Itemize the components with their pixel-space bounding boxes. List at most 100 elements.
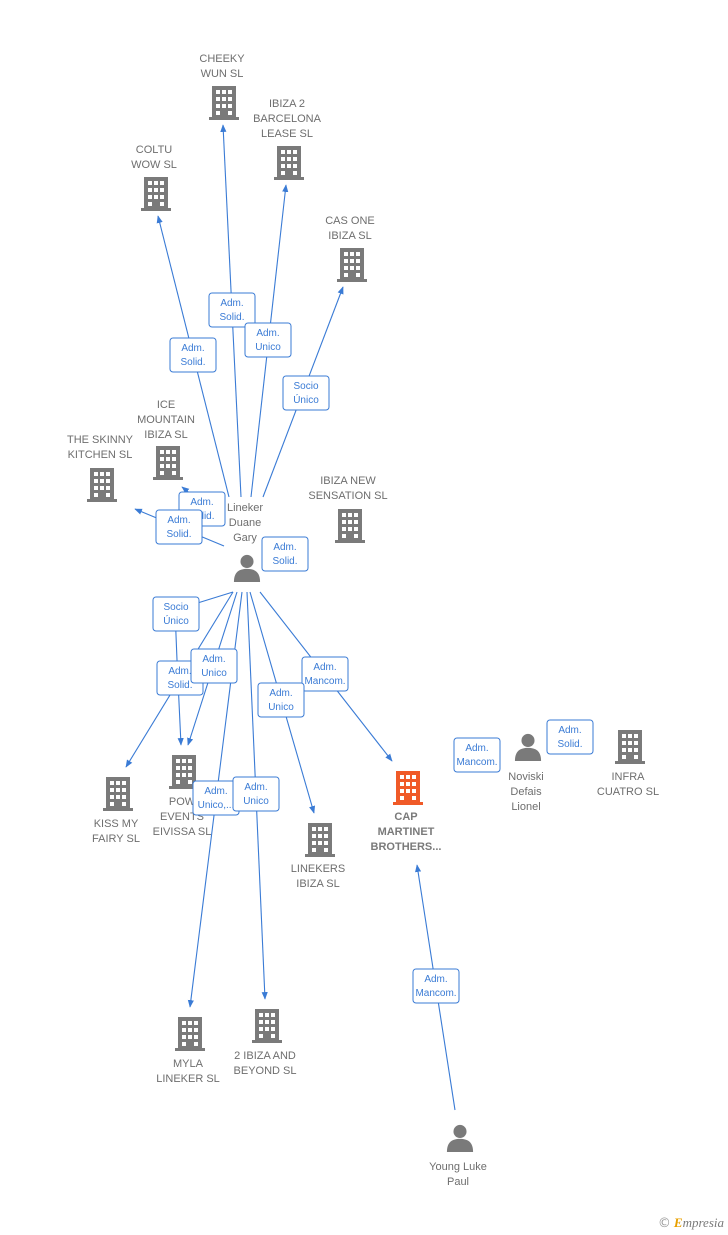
node-casone[interactable]: CAS ONE IBIZA SL xyxy=(325,215,375,282)
edge-label-text: Adm. xyxy=(273,542,296,553)
building-icon xyxy=(337,248,367,282)
node-label: ICE xyxy=(157,399,175,411)
node-label: WOW SL xyxy=(131,159,177,171)
edge-label-text: Unico xyxy=(268,702,294,713)
node-label: MOUNTAIN xyxy=(137,414,195,426)
edge-label-text: Único xyxy=(163,614,189,627)
edge-label-lineker-myla[interactable]: Adm.Unico,... xyxy=(192,780,240,816)
edge-label-lineker-linekers[interactable]: Adm.Unico xyxy=(257,682,305,718)
building-icon xyxy=(141,177,171,211)
node-label: SENSATION SL xyxy=(308,490,387,502)
edge-label-text: Adm. xyxy=(424,974,447,985)
edge-label-box xyxy=(208,292,256,328)
edge-label-box xyxy=(282,375,330,411)
node-label: INFRA xyxy=(612,771,646,783)
edge-label-text: Adm. xyxy=(244,782,267,793)
edge-label-text: Adm. xyxy=(465,743,488,754)
node-label: 2 IBIZA AND xyxy=(234,1050,296,1062)
node-skinny[interactable]: THE SKINNY KITCHEN SL xyxy=(67,434,134,502)
edge-label-lineker-twoibiza[interactable]: Adm. Unico xyxy=(232,776,280,812)
edge-label-box xyxy=(152,596,200,632)
node-label: LINEKER SL xyxy=(156,1073,220,1085)
node-label: MARTINET xyxy=(378,826,435,838)
person-icon xyxy=(514,733,542,761)
node-label: Defais xyxy=(510,786,542,798)
person-icon xyxy=(233,554,261,582)
building-icon xyxy=(252,1009,282,1043)
building-icon xyxy=(103,777,133,811)
node-label: Lionel xyxy=(511,801,540,813)
edge-label-box xyxy=(257,682,305,718)
edge-label-text: Socio xyxy=(293,381,318,392)
edge-label-lineker-power[interactable]: Adm.Unico xyxy=(190,648,238,684)
edge-label-box xyxy=(301,656,349,692)
node-label: Noviski xyxy=(508,771,543,783)
node-coltu[interactable]: COLTU WOW SL xyxy=(131,144,177,211)
edge-label-noviski-infra[interactable]: Adm.Solid. xyxy=(546,719,594,755)
edge-label-text: Adm. xyxy=(168,666,191,677)
node-ibizanew[interactable]: IBIZA NEW SENSATION SL xyxy=(308,475,388,543)
node-label: Young Luke xyxy=(429,1161,487,1173)
edge-label-lineker-ibizanew[interactable]: Adm. Solid. xyxy=(261,536,309,572)
node-label: THE SKINNY xyxy=(67,434,134,446)
node-label: IBIZA NEW xyxy=(320,475,376,487)
edge-label-lineker-skinny[interactable]: Adm. Solid. xyxy=(155,509,203,545)
edge-label-lineker-coltu[interactable]: Adm.Solid. xyxy=(169,337,217,373)
edge-label-text: Mancom. xyxy=(304,676,345,687)
edge-label-box xyxy=(244,322,292,358)
edge-label-text: Mancom. xyxy=(415,988,456,999)
person-icon xyxy=(446,1124,474,1152)
edge-label-text: Unico xyxy=(255,342,281,353)
edge-label-young-cap[interactable]: Adm. Mancom. xyxy=(412,968,460,1004)
edge-label-text: Unico xyxy=(243,796,269,807)
edge-label-box xyxy=(190,648,238,684)
edge-label-noviski-cap[interactable]: Adm. Mancom. xyxy=(453,737,501,773)
edge-label-text: Solid. xyxy=(167,680,192,691)
node-twoibiza[interactable]: 2 IBIZA AND BEYOND SL xyxy=(234,1009,297,1077)
brand-logo[interactable]: Empresia xyxy=(673,1215,724,1230)
edge-label-text: Adm. xyxy=(313,662,336,673)
edge-label-lineker-ibiza2[interactable]: Adm.Unico xyxy=(244,322,292,358)
edge-label-text: Solid. xyxy=(219,312,244,323)
node-label: COLTU xyxy=(136,144,173,156)
edge-label-lineker-cap[interactable]: Adm. Mancom. xyxy=(301,656,349,692)
edge-label-text: Adm. xyxy=(558,725,581,736)
node-cap[interactable]: CAPMARTINETBROTHERS... xyxy=(371,771,442,853)
edge-label-text: Solid. xyxy=(272,556,297,567)
node-label: CAS ONE xyxy=(325,215,375,227)
building-icon xyxy=(335,509,365,543)
edge-label-box xyxy=(261,536,309,572)
edge-label-text: Adm. xyxy=(167,515,190,526)
node-label: Lineker xyxy=(227,502,263,514)
edge-label-text: Adm. xyxy=(181,343,204,354)
node-label: KITCHEN SL xyxy=(68,449,133,461)
building-icon xyxy=(209,86,239,120)
edge-label-lineker-cheeky[interactable]: Adm.Solid. xyxy=(208,292,256,328)
edge-label-box xyxy=(232,776,280,812)
edge-labels-layer: Adm.Solid.Adm.UnicoAdm.Solid.SocioÚnicoA… xyxy=(152,292,594,1004)
node-label: BROTHERS... xyxy=(371,841,442,853)
edge-label-text: Mancom. xyxy=(456,757,497,768)
node-label: BARCELONA xyxy=(253,113,322,125)
node-label: BEYOND SL xyxy=(234,1065,297,1077)
node-label: IBIZA SL xyxy=(296,878,339,890)
node-label: KISS MY xyxy=(94,818,139,830)
edge-label-text: Solid. xyxy=(166,529,191,540)
edge-line-lineker-power xyxy=(174,591,234,746)
node-label: IBIZA SL xyxy=(328,230,371,242)
edge-label-text: Único xyxy=(293,393,319,406)
